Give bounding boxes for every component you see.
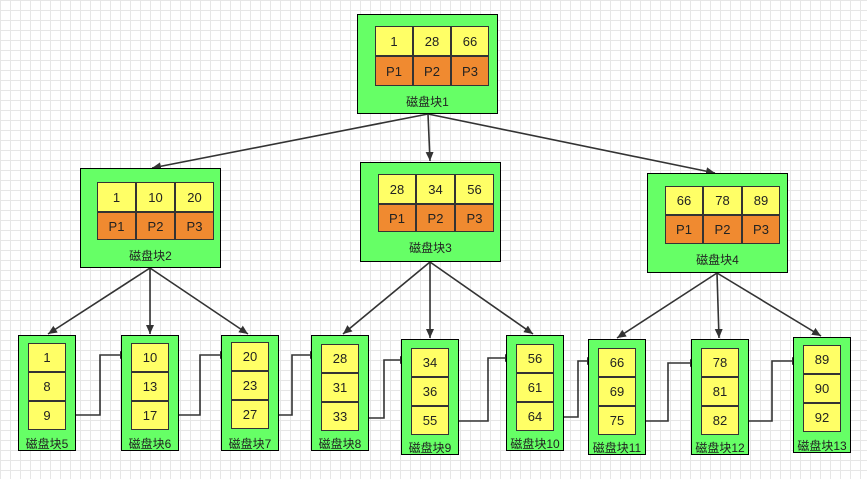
key-cell: 34 — [416, 174, 455, 204]
key-cell: 55 — [411, 406, 449, 435]
leaf-link — [270, 351, 319, 416]
disk-block-5: 1 8 9 磁盘块5 — [18, 335, 76, 451]
pointer-cell: P3 — [175, 212, 214, 240]
key-cell: 75 — [598, 406, 636, 435]
disk-block-4: 66 78 89 P1 P2 P3 磁盘块4 — [647, 173, 788, 273]
edge-arrow — [427, 113, 716, 176]
key-cell: 27 — [231, 400, 269, 429]
edge-arrow — [47, 267, 151, 335]
key-cell: 1 — [97, 182, 136, 212]
key-cell: 1 — [375, 26, 413, 56]
key-cell: 20 — [175, 182, 214, 212]
block-label: 磁盘块6 — [128, 437, 172, 451]
leaf-link — [637, 359, 699, 422]
key-cell: 1 — [28, 343, 66, 372]
disk-block-3: 28 34 56 P1 P2 P3 磁盘块3 — [360, 162, 501, 262]
disk-block-7: 20 23 27 磁盘块7 — [221, 335, 279, 451]
key-cell: 56 — [516, 344, 554, 373]
key-cell: 13 — [131, 372, 169, 401]
leaf-link — [360, 356, 409, 419]
key-cell: 10 — [136, 182, 175, 212]
pointer-cell: P3 — [455, 204, 494, 232]
edge-arrow — [149, 267, 249, 335]
block-label: 磁盘块5 — [25, 437, 69, 451]
block-label: 磁盘块13 — [797, 439, 847, 453]
key-cell: 66 — [665, 186, 703, 215]
pointer-cell: P1 — [97, 212, 136, 240]
disk-block-2: 1 10 20 P1 P2 P3 磁盘块2 — [80, 168, 221, 268]
key-cell: 28 — [413, 26, 451, 56]
key-cell: 33 — [321, 402, 359, 431]
edge-arrow — [716, 272, 822, 337]
block-label: 磁盘块2 — [129, 249, 172, 263]
key-cell: 9 — [28, 401, 66, 430]
key-cell: 81 — [701, 377, 739, 406]
key-cell: 69 — [598, 377, 636, 406]
block-label: 磁盘块1 — [406, 95, 449, 109]
pointer-cell: P2 — [703, 215, 742, 244]
key-cell: 89 — [803, 345, 841, 374]
disk-block-13: 89 90 92 磁盘块13 — [793, 337, 851, 453]
leaf-link — [450, 354, 514, 422]
block-label: 磁盘块10 — [510, 437, 560, 451]
disk-block-11: 66 69 75 磁盘块11 — [588, 339, 646, 455]
block-label: 磁盘块12 — [695, 441, 745, 455]
disk-block-8: 28 31 33 磁盘块8 — [311, 335, 369, 451]
leaf-link — [170, 351, 229, 416]
disk-block-9: 34 36 55 磁盘块9 — [401, 339, 459, 455]
edge-arrow — [425, 113, 434, 162]
key-cell: 10 — [131, 343, 169, 372]
disk-block-1: 1 28 66 P1 P2 P3 磁盘块1 — [357, 14, 498, 114]
key-cell: 36 — [411, 377, 449, 406]
key-cell: 34 — [411, 348, 449, 377]
key-cell: 23 — [231, 371, 269, 400]
block-label: 磁盘块4 — [696, 253, 739, 267]
pointer-cell: P3 — [451, 56, 489, 86]
key-cell: 66 — [451, 26, 489, 56]
edge-arrow — [342, 261, 431, 335]
block-label: 磁盘块8 — [318, 437, 362, 451]
key-cell: 8 — [28, 372, 66, 401]
disk-block-12: 78 81 82 磁盘块12 — [691, 339, 749, 455]
disk-block-6: 10 13 17 磁盘块6 — [121, 335, 179, 451]
edge-arrow — [429, 261, 534, 335]
key-cell: 17 — [131, 401, 169, 430]
key-cell: 78 — [701, 348, 739, 377]
block-label: 磁盘块11 — [592, 441, 642, 455]
edge-arrow — [616, 272, 718, 339]
leaf-link — [740, 357, 801, 422]
leaf-link — [67, 351, 129, 416]
disk-block-10: 56 61 64 磁盘块10 — [506, 335, 564, 451]
key-cell: 61 — [516, 373, 554, 402]
pointer-cell: P1 — [665, 215, 703, 244]
key-cell: 92 — [803, 403, 841, 432]
key-cell: 28 — [321, 344, 359, 373]
block-label: 磁盘块7 — [228, 437, 272, 451]
leaf-link — [555, 357, 596, 418]
edge-arrow — [714, 272, 723, 339]
pointer-cell: P1 — [375, 56, 413, 86]
key-cell: 82 — [701, 406, 739, 435]
key-cell: 66 — [598, 348, 636, 377]
key-cell: 64 — [516, 402, 554, 431]
key-cell: 31 — [321, 373, 359, 402]
pointer-cell: P2 — [413, 56, 451, 86]
key-cell: 56 — [455, 174, 494, 204]
pointer-cell: P2 — [416, 204, 455, 232]
pointer-cell: P2 — [136, 212, 175, 240]
key-cell: 78 — [703, 186, 742, 215]
pointer-cell: P1 — [378, 204, 416, 232]
key-cell: 89 — [742, 186, 780, 215]
key-cell: 28 — [378, 174, 416, 204]
edge-arrow — [151, 113, 429, 171]
block-label: 磁盘块3 — [409, 241, 452, 255]
key-cell: 90 — [803, 374, 841, 403]
block-label: 磁盘块9 — [408, 441, 452, 455]
key-cell: 20 — [231, 342, 269, 371]
pointer-cell: P3 — [742, 215, 780, 244]
